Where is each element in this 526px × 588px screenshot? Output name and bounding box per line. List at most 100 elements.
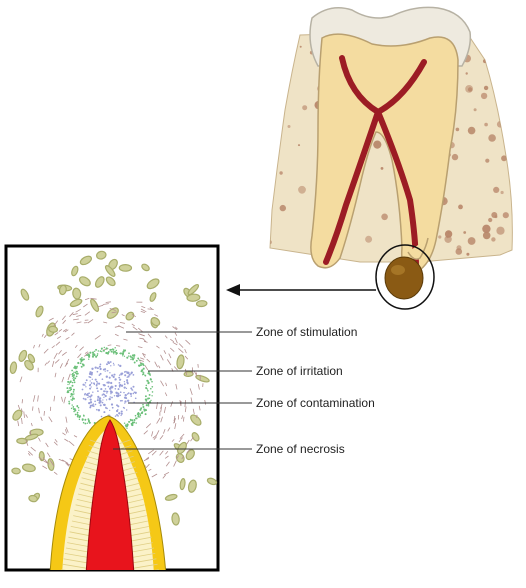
bone-pore <box>511 82 517 88</box>
irritation-dot <box>76 405 78 407</box>
contamination-dot <box>96 383 98 385</box>
contamination-dot <box>115 385 117 387</box>
contamination-dot <box>125 394 127 396</box>
irritation-dot <box>123 349 124 350</box>
contamination-dot <box>111 391 113 393</box>
contamination-dot <box>121 411 123 413</box>
contamination-dot <box>124 374 126 376</box>
contamination-dot <box>103 390 105 392</box>
contamination-dot <box>100 373 102 375</box>
contamination-dot <box>124 383 126 385</box>
irritation-dot <box>93 353 95 355</box>
irritation-dot <box>142 411 143 412</box>
contamination-dot <box>100 388 102 390</box>
contamination-dot <box>89 388 91 390</box>
irritation-dot <box>136 360 138 362</box>
irritation-dot <box>122 355 123 356</box>
irritation-dot <box>73 379 75 381</box>
bone-pore <box>288 125 291 128</box>
contamination-dot <box>132 386 134 388</box>
contamination-dot <box>91 404 93 406</box>
irritation-dot <box>95 356 97 358</box>
irritation-dot <box>76 373 78 375</box>
bone-pore <box>510 127 516 133</box>
bone-pore <box>456 128 460 132</box>
bone-pore <box>298 186 306 194</box>
bone-pore <box>373 141 381 149</box>
contamination-dot <box>87 393 89 395</box>
contamination-dot <box>110 382 112 384</box>
irritation-dot <box>78 410 79 411</box>
irritation-dot <box>73 389 75 391</box>
contamination-dot <box>120 415 121 416</box>
contamination-dot <box>103 404 105 406</box>
irritation-dot <box>97 353 99 355</box>
irritation-dot <box>89 352 91 354</box>
contamination-dot <box>114 378 116 380</box>
contamination-dot <box>133 393 135 395</box>
contamination-dot <box>120 400 122 402</box>
contamination-dot <box>110 365 111 366</box>
irritation-dot <box>83 364 85 366</box>
contamination-dot <box>94 384 95 385</box>
contamination-dot <box>112 407 114 409</box>
irritation-dot <box>95 349 97 351</box>
contamination-dot <box>117 409 118 410</box>
contamination-dot <box>102 399 103 400</box>
irritation-dot <box>132 358 134 360</box>
bone-pore <box>444 236 451 243</box>
contamination-dot <box>95 366 97 368</box>
irritation-dot <box>94 351 95 352</box>
irritation-dot <box>144 375 145 376</box>
contamination-dot <box>109 398 111 400</box>
contamination-dot <box>94 400 96 402</box>
pointer-arrow-head <box>226 284 240 296</box>
irritation-dot <box>140 407 142 409</box>
irritation-dot <box>68 401 70 403</box>
contamination-dot <box>109 396 110 397</box>
bone-pore <box>491 212 497 218</box>
irritation-dot <box>138 365 140 367</box>
contamination-dot <box>109 410 110 411</box>
contamination-dot <box>98 399 100 401</box>
irritation-dot <box>142 371 143 372</box>
bone-pore <box>466 72 468 74</box>
contamination-dot <box>84 384 85 385</box>
irritation-dot <box>135 415 137 417</box>
contamination-dot <box>131 371 133 373</box>
bone-pore <box>452 154 458 160</box>
bone-pore <box>480 42 487 49</box>
irritation-dot <box>139 413 141 415</box>
bone-pore <box>282 44 285 47</box>
irritation-dot <box>144 410 146 412</box>
contamination-dot <box>106 392 107 393</box>
label-zone-stimulation: Zone of stimulation <box>256 325 357 339</box>
contamination-dot <box>127 377 128 378</box>
contamination-dot <box>117 415 119 417</box>
irritation-dot <box>142 404 144 406</box>
contamination-dot <box>127 400 129 402</box>
dentinal-tubule <box>129 575 160 580</box>
irritation-dot <box>72 404 73 405</box>
bone-pore <box>484 123 488 127</box>
irritation-dot <box>82 419 84 421</box>
fibroblast-cell <box>12 468 21 474</box>
irritation-dot <box>145 395 147 397</box>
bone-pore <box>458 205 463 210</box>
contamination-dot <box>97 371 99 373</box>
irritation-dot <box>81 366 83 368</box>
irritation-dot <box>78 407 80 409</box>
contamination-dot <box>116 404 118 406</box>
contamination-dot <box>105 407 107 409</box>
irritation-dot <box>146 404 148 406</box>
bone-pore <box>488 218 492 222</box>
contamination-dot <box>119 384 121 386</box>
irritation-dot <box>147 390 149 392</box>
irritation-dot <box>67 392 68 393</box>
bone-pore <box>491 45 495 49</box>
irritation-dot <box>87 423 88 424</box>
contamination-dot <box>96 381 98 383</box>
irritation-dot <box>84 419 86 421</box>
irritation-dot <box>145 409 147 411</box>
contamination-dot <box>89 406 91 408</box>
